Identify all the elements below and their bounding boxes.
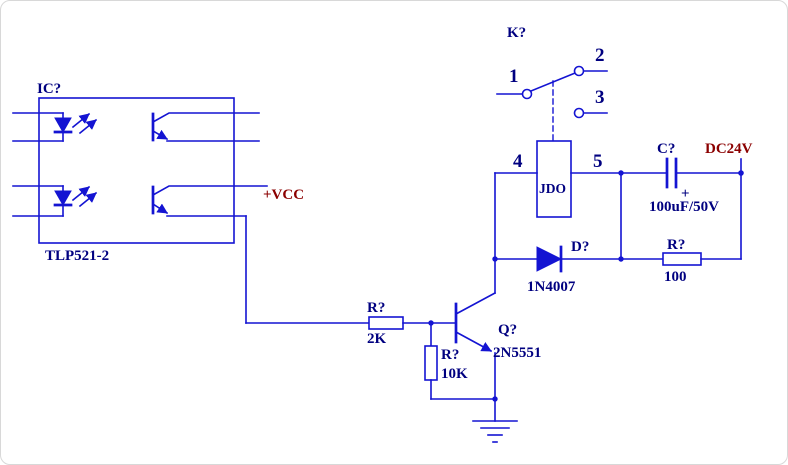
optocoupler-symbol: IC? TLP521-2 <box>12 81 268 264</box>
coil-pin5-number: 5 <box>593 151 603 172</box>
pulldown-resistor-value: 10K <box>441 366 468 382</box>
base-resistor-body <box>368 316 404 330</box>
transistor-symbol: Q? 2N5551 <box>454 172 541 422</box>
phototransistor1-symbol <box>151 112 260 142</box>
transistor-part-number: 2N5551 <box>493 345 541 361</box>
pulldown-resistor-designator: R? <box>441 347 459 363</box>
supply-resistor-symbol: R? 100 <box>620 237 742 285</box>
supply-resistor-value: 100 <box>664 269 687 285</box>
supply-resistor-body <box>662 252 702 266</box>
optocoupler-part-number: TLP521-2 <box>45 248 109 264</box>
led1-emission-arrow <box>78 118 98 135</box>
vcc-power-label: +VCC <box>263 187 304 203</box>
transistor-designator: Q? <box>498 322 517 338</box>
contact-terminal-2 <box>573 65 585 77</box>
capacitor-value: 100uF/50V <box>649 199 719 215</box>
contact-terminal-3 <box>573 107 585 119</box>
capacitor-designator: C? <box>657 141 675 157</box>
capacitor-polarity-sign: + <box>681 186 690 202</box>
ground-symbol <box>472 420 518 443</box>
diode-triangle <box>536 246 563 272</box>
phototransistor2-symbol <box>151 185 268 217</box>
contact-terminal-1 <box>521 88 533 100</box>
pulldown-resistor-body <box>424 345 438 381</box>
relay-coil-body <box>536 140 572 218</box>
diode-part-number: 1N4007 <box>527 279 576 295</box>
diode-designator: D? <box>571 239 589 255</box>
dc24v-power-label: DC24V <box>705 141 753 157</box>
base-resistor-symbol: R? 2K <box>367 300 457 347</box>
capacitor-symbol: C? + 100uF/50V <box>649 141 742 215</box>
dc24v-rail: DC24V <box>705 141 753 260</box>
contact-pin1-number: 1 <box>509 66 519 87</box>
relay-contacts-symbol: K? 1 2 3 <box>496 25 608 141</box>
led2-triangle <box>54 190 72 207</box>
optocoupler-designator: IC? <box>37 81 61 97</box>
diode-symbol: D? 1N4007 <box>492 170 624 295</box>
contact-pin3-number: 3 <box>595 87 605 108</box>
pulldown-resistor-symbol: R? 10K <box>424 322 498 402</box>
led2-symbol <box>12 185 98 217</box>
led1-emission-arrow <box>71 112 91 129</box>
coil-pin4-number: 4 <box>513 151 523 172</box>
contact-pin2-number: 2 <box>595 45 605 66</box>
led1-symbol <box>12 112 98 142</box>
led2-emission-arrow <box>78 191 98 208</box>
base-resistor-value: 2K <box>367 331 387 347</box>
base-resistor-designator: R? <box>367 300 385 316</box>
led1-triangle <box>54 117 72 134</box>
optocoupler-body <box>38 97 235 244</box>
relay-coil-name: JDO <box>539 181 566 196</box>
supply-resistor-designator: R? <box>667 237 685 253</box>
led2-emission-arrow <box>71 185 91 202</box>
relay-contacts-designator: K? <box>507 25 526 41</box>
base-wire <box>245 215 370 324</box>
relay-coil-symbol: JDO 4 5 <box>494 140 668 218</box>
